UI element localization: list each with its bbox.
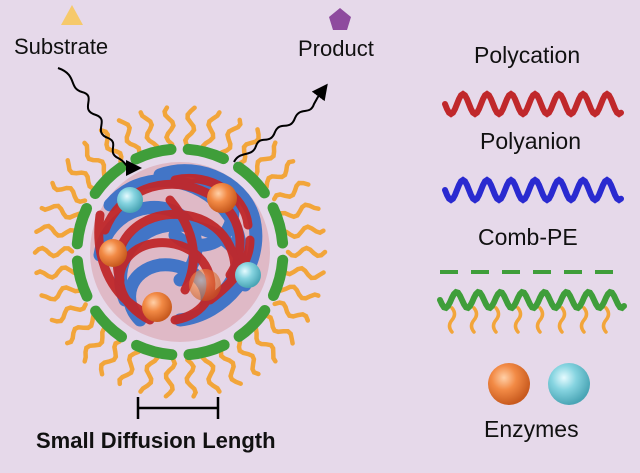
comb-side-chain: [557, 306, 567, 334]
side-chain: [271, 180, 311, 202]
side-chain: [34, 265, 77, 280]
side-chain: [138, 355, 160, 394]
shell-segment: [89, 162, 127, 199]
side-chain: [264, 313, 295, 346]
polycation-legend-wave: [442, 90, 624, 118]
side-chain: [49, 302, 88, 324]
shell-segment: [131, 339, 178, 361]
comb-side-chain: [491, 306, 501, 334]
side-chain: [278, 202, 321, 220]
comb-pe-legend: [437, 270, 627, 334]
wavy-arrow-icon: [233, 83, 328, 163]
comb-side-chain: [579, 306, 589, 334]
enzyme-orange: [189, 269, 221, 301]
shell-segment: [71, 255, 93, 302]
substrate-triangle-icon: [61, 5, 83, 25]
polyanion-legend-wave: [442, 176, 624, 204]
side-chain: [200, 110, 222, 149]
shell-segment: [182, 143, 229, 165]
polyanion-label: Polyanion: [480, 128, 582, 154]
side-chain: [117, 349, 141, 387]
side-chain: [236, 339, 261, 377]
shell-segment: [90, 305, 127, 343]
comb-side-chain: [447, 306, 457, 334]
side-chain: [219, 117, 243, 155]
side-chain: [32, 245, 75, 259]
side-chain: [253, 140, 278, 178]
enzymes-label: Enzymes: [484, 416, 579, 442]
shell-segment: [130, 143, 177, 165]
enzyme-orange: [142, 292, 172, 322]
comb-side-chain: [513, 306, 523, 334]
substrate-label: Substrate: [14, 34, 109, 59]
polycation-label: Polycation: [474, 42, 581, 68]
side-chain: [50, 180, 88, 205]
enzyme-orange-legend: [488, 363, 530, 405]
comb-side-chain: [469, 306, 479, 334]
side-chain: [138, 110, 160, 149]
wavy-arrow-icon: [57, 67, 142, 176]
particle-side-chains: [32, 105, 328, 399]
side-chain: [65, 158, 95, 191]
side-chain: [116, 118, 142, 155]
enzyme-orange: [207, 183, 237, 213]
diffusion-scale-bar: [136, 397, 220, 419]
shell-segment: [267, 202, 289, 249]
side-chain: [39, 203, 82, 220]
enzyme-orange: [99, 239, 127, 267]
side-chain: [162, 105, 176, 147]
side-chain: [278, 284, 321, 301]
side-chain: [238, 127, 261, 166]
product-pentagon-icon: [329, 8, 351, 30]
side-chain: [64, 314, 96, 346]
side-chain: [34, 223, 77, 238]
side-chain: [253, 326, 278, 364]
enzyme-cyan: [235, 262, 261, 288]
comb-side-chain: [535, 306, 545, 334]
diffusion-length-label: Small Diffusion Length: [36, 428, 276, 453]
side-chain: [82, 140, 107, 178]
shell-segment: [233, 161, 270, 199]
side-chain: [218, 349, 243, 386]
side-chain: [182, 105, 197, 147]
side-chain: [82, 326, 107, 364]
side-chain: [98, 339, 122, 377]
side-chain: [272, 300, 311, 323]
shell-segment: [233, 305, 271, 342]
comb-side-chain: [601, 306, 611, 334]
product-label: Product: [298, 36, 374, 61]
side-chain: [184, 357, 199, 399]
comb-pe-label: Comb-PE: [478, 224, 578, 250]
side-chain: [39, 285, 82, 302]
shell-segment: [71, 203, 93, 250]
side-chain: [285, 245, 328, 259]
side-chain: [163, 357, 178, 399]
side-chain: [200, 355, 222, 394]
shell-segment: [183, 339, 230, 361]
side-chain: [98, 128, 124, 165]
enzyme-cyan: [117, 187, 143, 213]
comb-pe-shell: [71, 143, 289, 361]
side-chain: [264, 159, 296, 190]
side-chain: [283, 265, 326, 281]
enzyme-cyan-legend: [548, 363, 590, 405]
side-chain: [283, 224, 326, 240]
shell-segment: [267, 254, 289, 301]
